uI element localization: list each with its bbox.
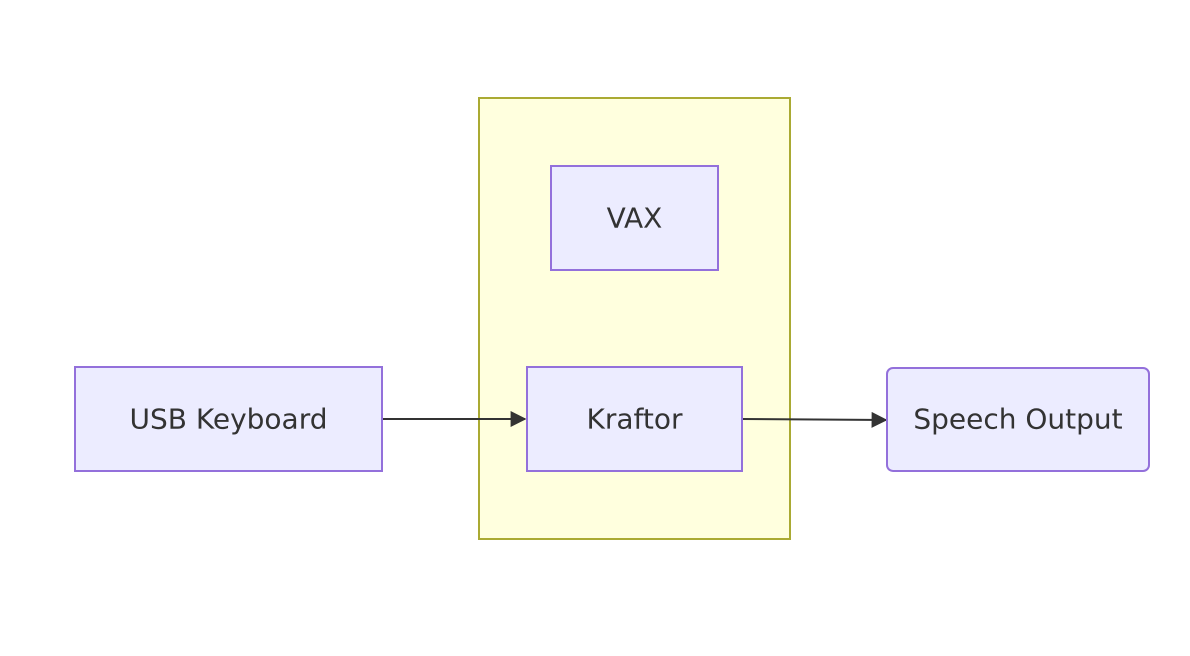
- node-usb-keyboard[interactable]: USB Keyboard: [74, 366, 383, 472]
- cluster-subgraph: [478, 97, 791, 540]
- node-box[interactable]: [526, 366, 743, 472]
- node-box[interactable]: [886, 367, 1150, 472]
- edge-kraftor-to-speech-output: [741, 411, 888, 428]
- node-label: USB Keyboard: [130, 403, 328, 436]
- node-label: Speech Output: [913, 403, 1122, 436]
- node-speech-output[interactable]: Speech Output: [886, 367, 1150, 472]
- node-label: VAX: [607, 202, 663, 235]
- node-box[interactable]: [550, 165, 719, 271]
- cluster-box: [478, 97, 791, 540]
- edge-line: [741, 411, 888, 428]
- node-box[interactable]: [74, 366, 383, 472]
- node-label: Kraftor: [586, 403, 683, 436]
- node-kraftor[interactable]: Kraftor: [526, 366, 743, 472]
- node-vax[interactable]: VAX: [550, 165, 719, 271]
